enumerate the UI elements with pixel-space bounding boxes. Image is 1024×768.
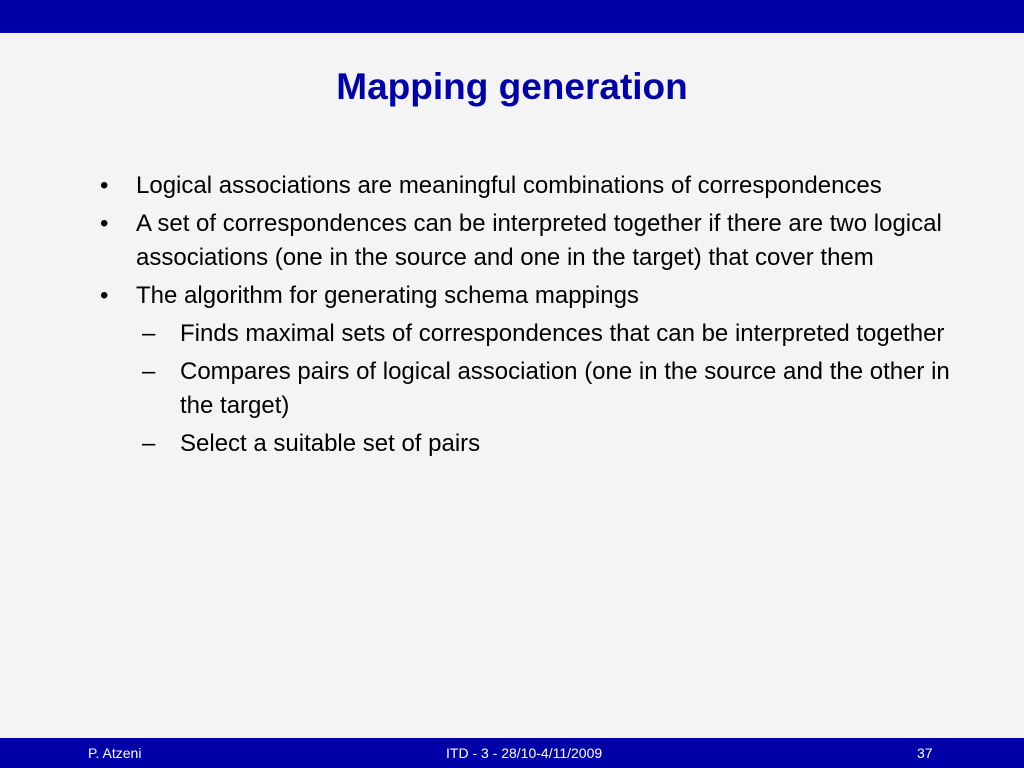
bullet-text: The algorithm for generating schema mapp… [136, 282, 639, 309]
footer-author: P. Atzeni [88, 745, 142, 761]
bullet-item: • Logical associations are meaningful co… [100, 169, 950, 203]
sub-bullet-item: – Finds maximal sets of correspondences … [100, 317, 950, 351]
sub-bullet-text: Compares pairs of logical association (o… [180, 358, 950, 419]
sub-bullet-marker: – [142, 358, 156, 385]
sub-bullet-text: Finds maximal sets of correspondences th… [180, 320, 945, 347]
footer-course-info: ITD - 3 - 28/10-4/11/2009 [446, 745, 603, 761]
page-number: 37 [917, 745, 933, 761]
bullet-item: • The algorithm for generating schema ma… [100, 279, 950, 313]
bullet-marker: • [100, 282, 109, 309]
sub-bullet-item: – Select a suitable set of pairs [100, 427, 950, 461]
bullet-marker: • [100, 210, 109, 237]
sub-bullet-marker: – [142, 430, 156, 457]
bullet-text: A set of correspondences can be interpre… [136, 210, 942, 271]
bullet-text: Logical associations are meaningful comb… [136, 172, 882, 199]
bullet-marker: • [100, 172, 109, 199]
slide-title: Mapping generation [336, 66, 688, 107]
sub-bullet-item: – Compares pairs of logical association … [100, 355, 950, 423]
top-banner [0, 0, 1024, 33]
footer-bar: P. Atzeni ITD - 3 - 28/10-4/11/2009 37 [0, 738, 1024, 768]
sub-bullet-marker: – [142, 320, 156, 347]
sub-bullet-text: Select a suitable set of pairs [180, 430, 481, 457]
slide-content: • Logical associations are meaningful co… [100, 169, 950, 465]
bullet-item: • A set of correspondences can be interp… [100, 207, 950, 275]
